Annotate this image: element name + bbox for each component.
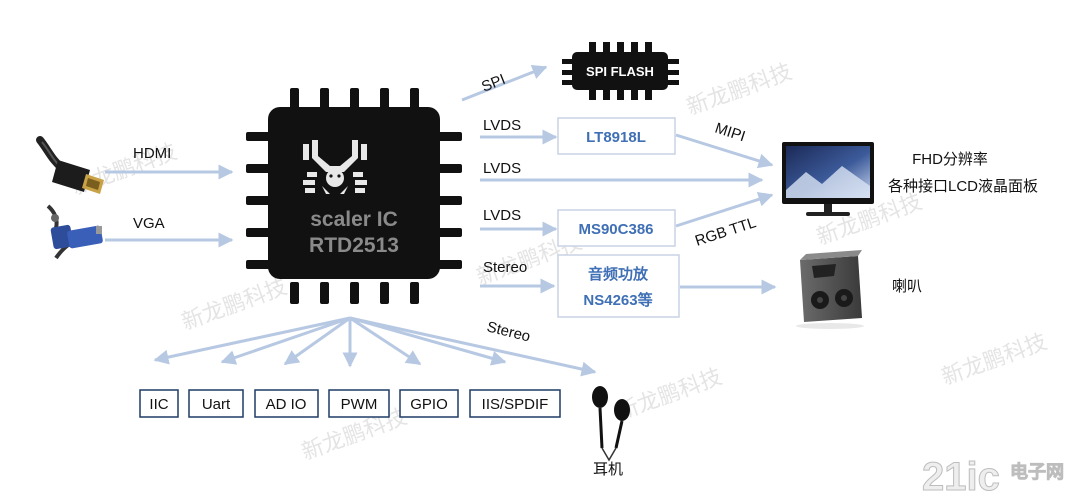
watermark: 新龙鹏科技 [613,364,725,425]
earphone-icon [592,386,630,462]
lt8918l-label: LT8918L [586,129,646,146]
lt8918l-box: LT8918L [557,117,676,155]
chip-body [268,107,440,279]
mipi-label: MIPI [713,120,748,146]
interface-uart: Uart [188,389,244,418]
spi-flash-chip: SPI FLASH [562,42,679,100]
earphone-label: 耳机 [593,461,623,478]
interface-label: GPIO [410,396,448,413]
spi-flash-label: SPI FLASH [586,64,654,79]
interface-label: Uart [202,396,231,413]
watermark: 新龙鹏科技 [178,274,290,335]
watermark: 新龙鹏科技 [683,59,795,120]
amplifier-label: 音频功放 [588,265,649,283]
interface-label: IIS/SPDIF [482,396,549,413]
site-logo: 21ic 电子网 [922,455,1065,500]
rgbttl-arrow [675,192,774,228]
hdmi-cable-icon [36,136,104,194]
uart-arrow [220,316,351,365]
chip-model: RTD2513 [309,234,399,257]
speaker-label: 喇叭 [892,278,922,295]
adio-arrow [283,316,351,366]
lcd-monitor-icon [782,142,874,216]
vga-cable-icon [46,204,103,260]
hdmi-label: HDMI [133,145,171,162]
interface-label: IIC [149,396,168,413]
vga-label: VGA [133,215,165,232]
spi-arrow [461,64,548,102]
chip-name: scaler IC [310,208,398,231]
lvds-label-1: LVDS [483,117,521,134]
ms90c386-box: MS90C386 [557,209,676,247]
ms90c386-label: MS90C386 [578,221,653,238]
interface-adio: AD IO [254,389,319,418]
logo-main: 21ic [922,455,1000,499]
mipi-arrow [675,133,774,169]
panel-interface-label: 各种接口LCD液晶面板 [888,177,1038,195]
spi-label: SPI [479,71,508,96]
interface-pwm: PWM [328,389,390,418]
earphone-arrow [349,316,597,377]
lvds-label-2: LVDS [483,160,521,177]
lvds-label-3: LVDS [483,207,521,224]
speaker-icon [796,250,864,329]
interface-gpio: GPIO [399,389,459,418]
interface-label: PWM [341,396,378,413]
amplifier-model: NS4263等 [583,291,652,309]
amplifier-box: 音频功放 NS4263等 [557,254,680,318]
stereo-label-2: Stereo [485,318,532,345]
watermark: 新龙鹏科技 [938,329,1050,390]
rgb-ttl-label: RGB TTL [693,214,758,250]
interface-iic: IIC [139,389,179,418]
iis-arrow [349,316,507,366]
scaler-chip: scaler IC RTD2513 [246,88,462,304]
realtek-crab-logo [303,140,367,194]
logo-sub: 电子网 [1010,461,1064,482]
iic-arrow [153,316,351,365]
interface-label: AD IO [266,396,307,413]
interface-iis-spdif: IIS/SPDIF [469,389,561,418]
interface-boxes: IIC Uart AD IO PWM GPIO IIS/SPDIF [139,389,561,418]
arrows [105,64,777,377]
stereo-label-1: Stereo [483,259,527,276]
panel-resolution-label: FHD分辨率 [912,151,988,168]
gpio-arrow [349,316,422,366]
